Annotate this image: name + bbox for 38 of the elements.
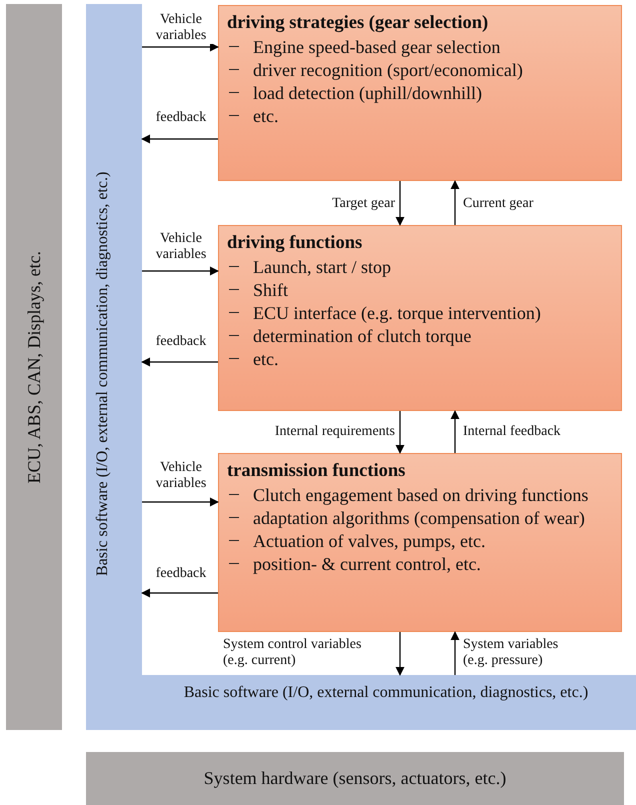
list-item: Launch, start / stop <box>253 256 391 279</box>
arrow <box>141 588 218 598</box>
layer-label: Basic software (I/O, external communication, diagnostics, etc.) <box>93 170 112 578</box>
edge-label: Current gear <box>462 196 534 212</box>
layer-label: System hardware (sensors, actuators, etc.) <box>204 768 506 789</box>
function-box <box>218 225 622 411</box>
function-box <box>218 453 622 632</box>
arrow <box>396 181 404 226</box>
arrow <box>141 134 218 144</box>
arrow <box>396 411 404 454</box>
list-item: Actuation of valves, pumps, etc. <box>253 530 486 553</box>
list-item: position- & current control, etc. <box>253 553 481 576</box>
list-item: ECU interface (e.g. torque intervention) <box>253 302 541 325</box>
arrow <box>450 631 460 675</box>
layer-bar <box>86 752 624 805</box>
list-item: Engine speed-based gear selection <box>253 36 500 59</box>
list-item: Clutch engagement based on driving functions <box>253 484 588 507</box>
box-heading: driving functions <box>227 232 364 255</box>
list-item: load detection (uphill/downhill) <box>253 82 482 105</box>
arrow <box>450 180 460 225</box>
function-box <box>218 5 622 181</box>
list-item: Shift <box>253 279 288 302</box>
arrow <box>142 498 219 506</box>
list-item: adaptation algorithms (compensation of wear) <box>253 507 585 530</box>
arrow <box>141 358 218 366</box>
layer-bar <box>6 4 62 730</box>
list-item: etc. <box>253 105 278 128</box>
box-heading: driving strategies (gear selection) <box>227 12 490 35</box>
arrow <box>142 42 219 52</box>
layer-label: Basic software (I/O, external communication, diagnostics, etc.) <box>182 683 590 703</box>
list-item: etc. <box>253 348 278 371</box>
layer-label: ECU, ABS, CAN, Displays, etc. <box>24 250 44 484</box>
arrow <box>396 632 404 676</box>
arrow <box>142 266 219 276</box>
list-item: driver recognition (sport/economical) <box>253 59 523 82</box>
box-heading: transmission functions <box>227 460 406 483</box>
arrow <box>450 410 460 453</box>
list-item: determination of clutch torque <box>253 325 472 348</box>
